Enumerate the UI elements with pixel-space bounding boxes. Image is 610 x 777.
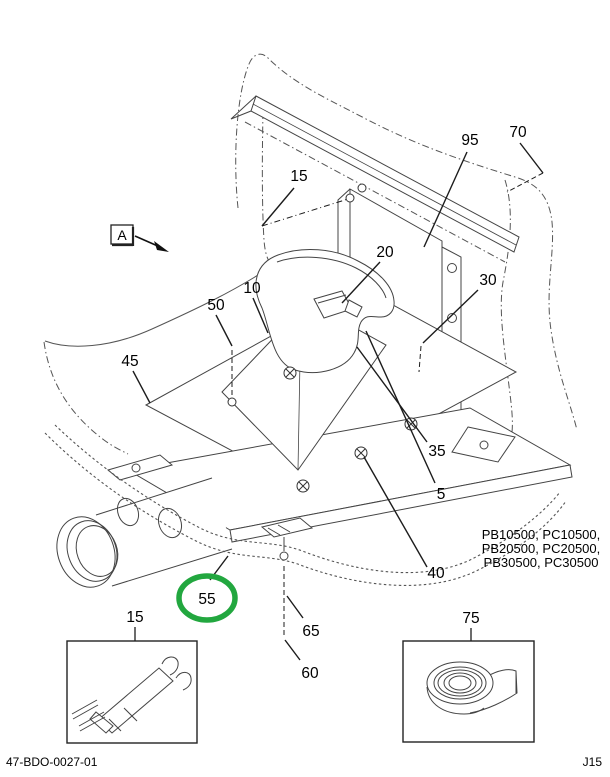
callout-15: 15 [290,168,307,185]
model-applicability: PB10500, PC10500, PB20500, PC20500, PB30… [482,527,601,570]
leader-50 [215,314,233,347]
screw-icon [404,417,418,431]
callout-labels: 95 70 15 20 10 30 50 45 35 5 40 55 65 60 [121,124,527,682]
callout-50: 50 [207,297,225,314]
callout-55-highlighted: 55 [198,591,215,608]
inset-box-15: 15 [66,609,198,744]
callout-60: 60 [301,665,319,682]
leader-95 [423,151,468,248]
flange-screw-icon [345,193,355,203]
leader-10 [252,297,269,334]
footer-page-code: J15 [583,755,603,769]
callout-95: 95 [461,132,478,149]
view-ref-arrowhead-icon [154,241,169,252]
tape-roll-icon [426,661,518,715]
flange-screw-icon [357,183,367,193]
screw-icon [283,366,297,380]
model-applicability-line-3: PB30500, PC30500 [484,555,599,570]
view-reference: A [110,224,169,252]
leader-70 [519,142,544,174]
view-ref-box-shadow [112,227,135,247]
stud-icon [227,397,237,407]
callout-65: 65 [302,623,319,640]
floor-left-edges [43,265,273,455]
sill-bar [230,95,520,253]
callout-10: 10 [243,280,261,297]
duct-bracket [106,454,174,481]
callout-70: 70 [509,124,527,141]
inset-15-label: 15 [126,609,143,626]
leader-15-dash [261,198,349,227]
leader-lines [132,142,544,661]
callout-45: 45 [121,353,138,370]
leader-40 [363,456,428,568]
leader-65 [286,595,304,619]
callout-40: 40 [427,565,445,582]
view-ref-label: A [117,227,127,243]
callout-35: 35 [428,443,445,460]
model-applicability-line-2: PB20500, PC20500, [482,541,601,556]
leader-35 [356,346,428,443]
callout-5: 5 [437,486,446,503]
highlight-ellipse [176,573,238,623]
screw-symbols [227,183,418,493]
leader-15 [261,187,295,227]
blower-assembly-drawing [255,248,395,374]
inset-box-75: 75 [402,610,535,743]
leader-20 [341,261,381,304]
footer-drawing-number: 47-BDO-0027-01 [6,755,98,769]
leader-30 [422,289,479,344]
screw-icon [296,479,310,493]
leader-70-dash [506,172,544,193]
air-duct-cylinder [56,477,233,588]
resistor-part-icon [71,656,192,734]
model-applicability-line-1: PB10500, PC10500, [482,527,601,542]
callout-20: 20 [376,244,394,261]
callout-30: 30 [479,272,497,289]
screw-icon [354,446,368,460]
floor-cover-wavy-band [44,424,567,586]
inset-75-label: 75 [462,610,479,627]
leader-45 [132,370,151,404]
leader-5 [365,330,436,484]
footer: 47-BDO-0027-01 J15 [6,755,602,769]
floor-platform [126,407,573,543]
leader-30-dash [418,345,422,373]
leader-60 [284,639,301,661]
